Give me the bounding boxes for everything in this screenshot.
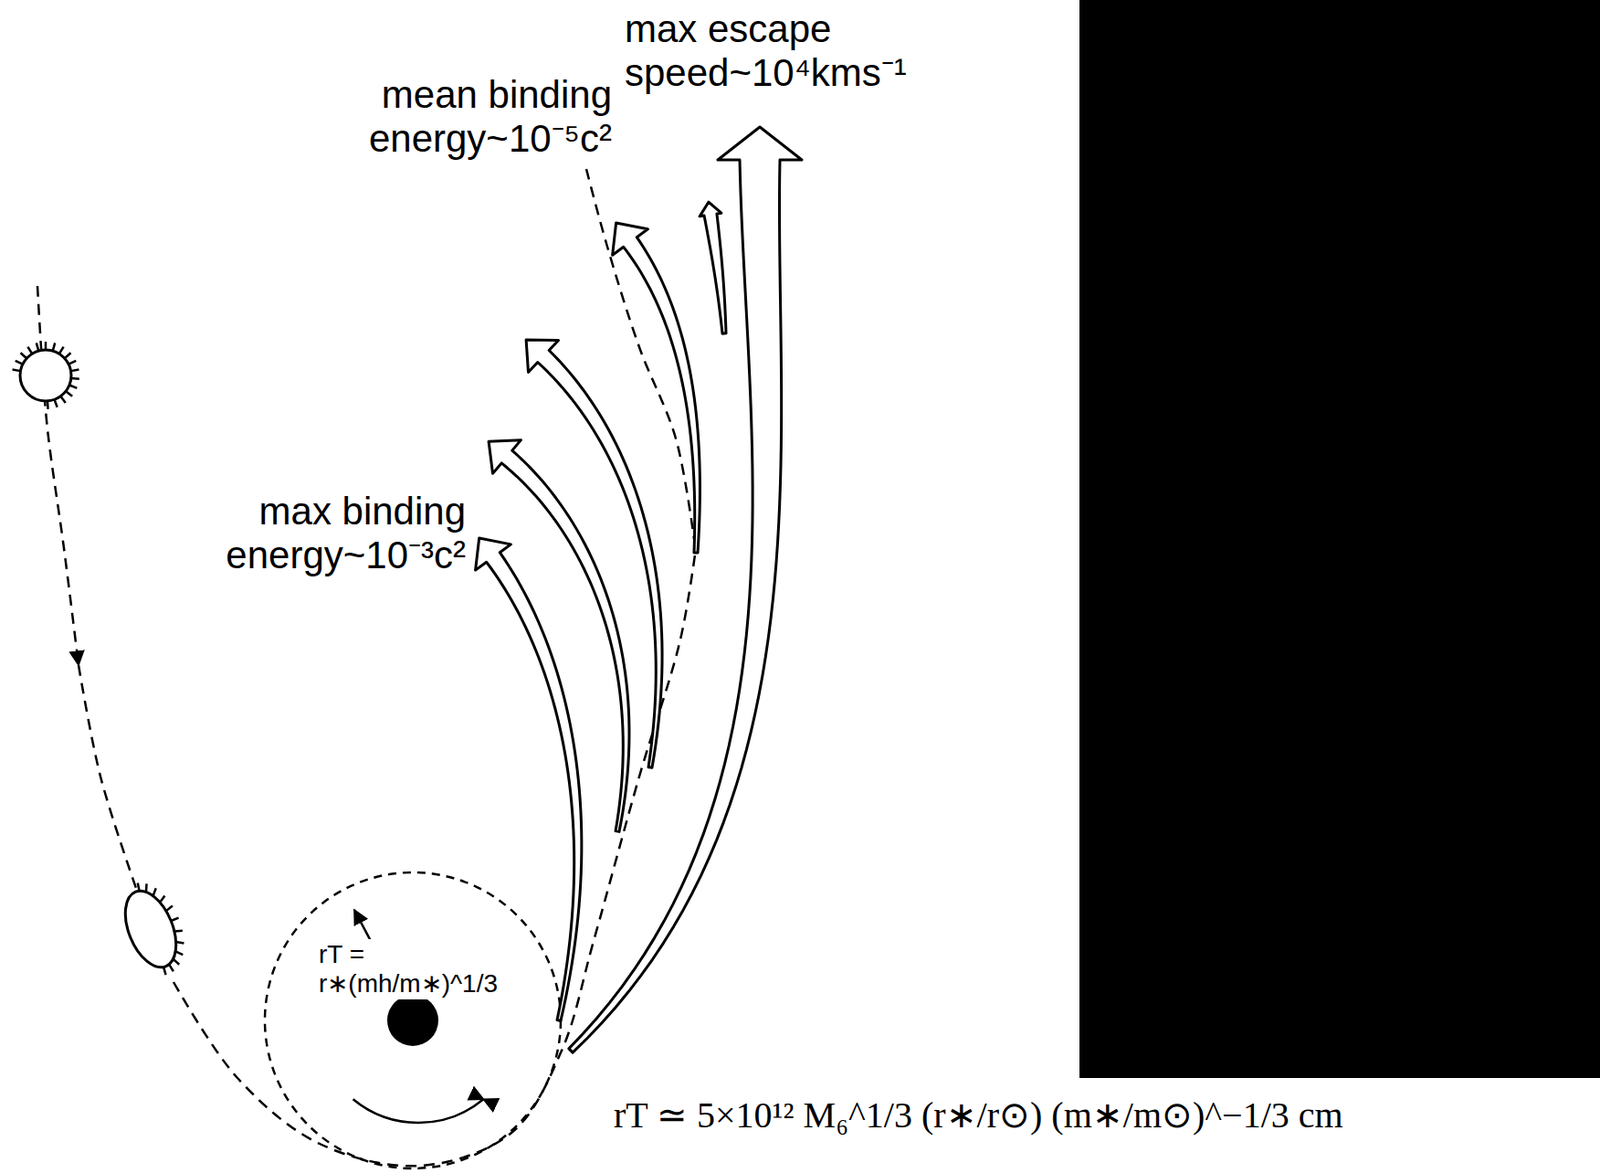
- debris-stream-arrow: [568, 126, 802, 1053]
- orbit-path: [78, 664, 137, 891]
- tidal-radius-label: rT = r∗(mh/m∗)^1/3: [315, 938, 532, 1000]
- orbit-path: [37, 285, 79, 665]
- rotation-arrow: [353, 1098, 485, 1123]
- star: [112, 873, 197, 982]
- black-hole: [387, 994, 439, 1046]
- tidal-radius-formula: rT ≃ 5×10¹² M₆^1/3 (r∗/r⊙) (m∗/m⊙)^−1/3 …: [613, 1094, 1344, 1137]
- star: [12, 341, 80, 410]
- black-panel: [1079, 0, 1600, 1078]
- max-binding-label: max binding energy~10⁻³c²: [136, 489, 466, 579]
- escape-speed-label: max escape speed~10⁴kms⁻¹: [624, 7, 990, 96]
- mean-binding-label: mean binding energy~10⁻⁵c²: [228, 73, 612, 162]
- tidal-radius-circle: [264, 872, 561, 1169]
- debris-stream-arrow: [699, 201, 727, 334]
- debris-stream-arrow: [612, 222, 701, 553]
- debris-stream-arrow: [488, 440, 630, 832]
- debris-stream-arrow: [526, 339, 663, 768]
